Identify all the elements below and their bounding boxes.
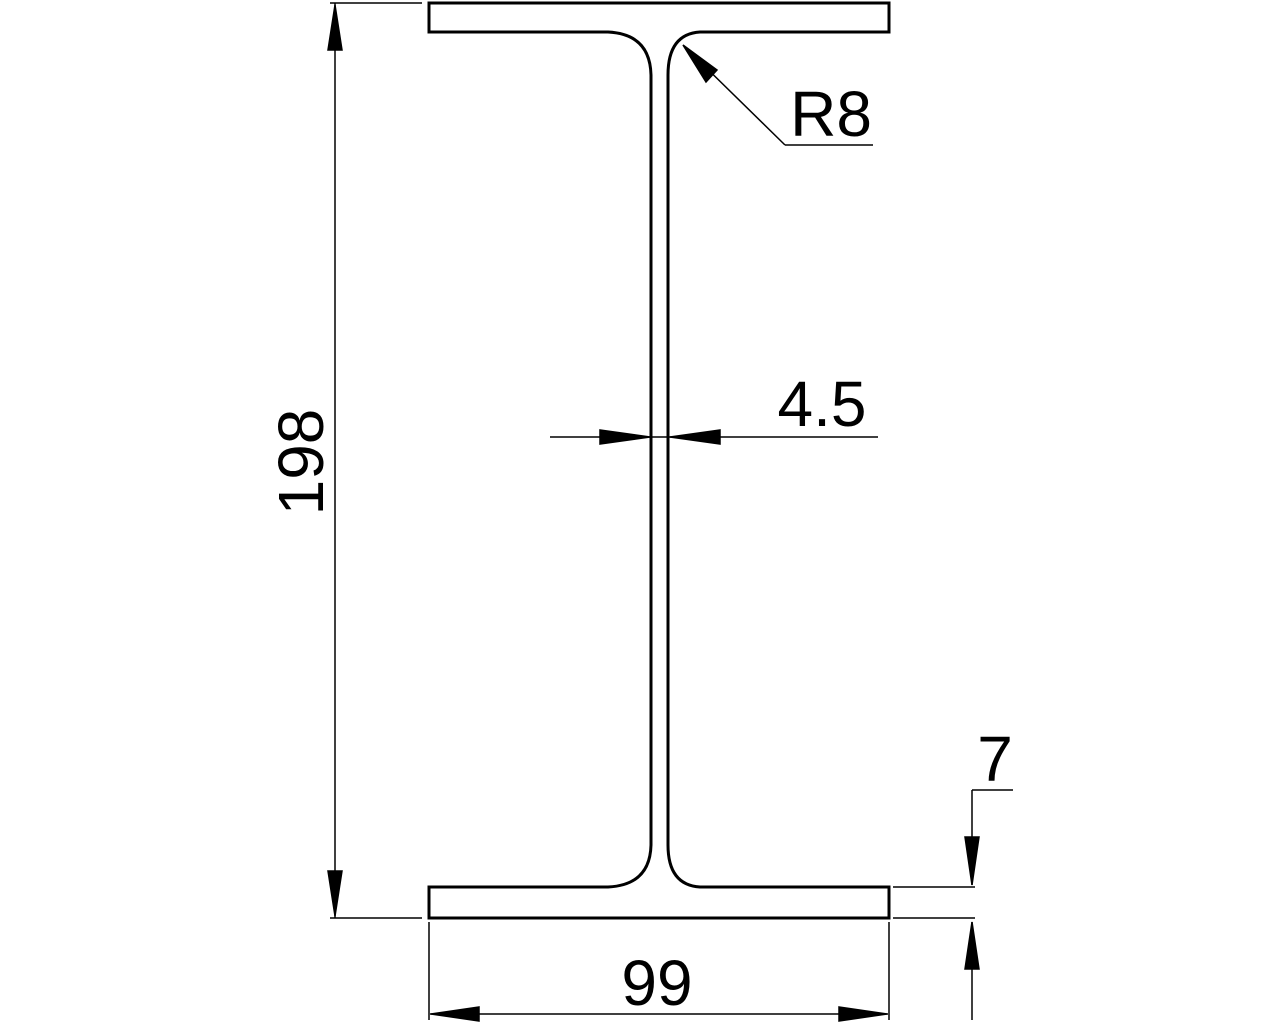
- dimension-flange-thickness: [893, 789, 1013, 1020]
- beam-outline: [427, 1, 891, 920]
- flange-width-label: 99: [621, 947, 692, 1019]
- dimension-height: [327, 2, 422, 919]
- dimension-flange-width: [428, 922, 890, 1022]
- flange-thickness-label: 7: [977, 723, 1013, 795]
- i-beam-section: [427, 1, 891, 920]
- dimension-web-thickness: [550, 429, 878, 445]
- dimension-fillet-radius: [682, 44, 873, 146]
- height-label: 198: [265, 409, 337, 516]
- web-thickness-label: 4.5: [778, 368, 867, 440]
- fillet-radius-label: R8: [790, 78, 872, 150]
